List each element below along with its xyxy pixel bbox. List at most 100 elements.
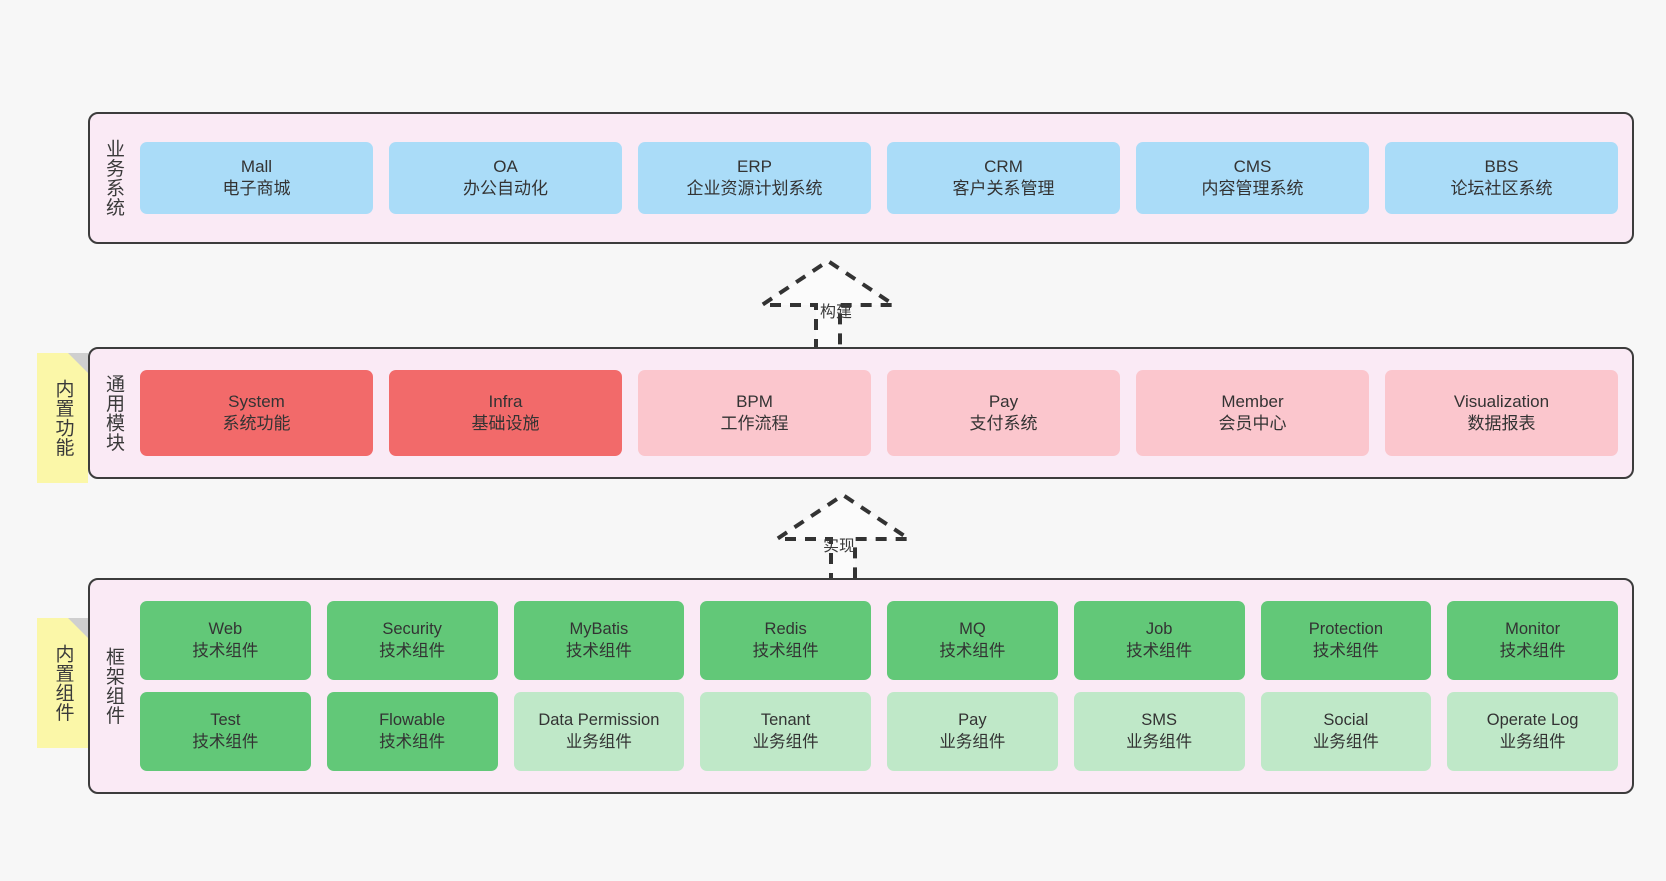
node-oa-desc: 办公自动化 xyxy=(463,179,548,198)
node-security-desc: 技术组件 xyxy=(379,641,446,660)
node-redis[interactable]: Redis 技术组件 xyxy=(700,601,871,680)
layer-common-modules: 通用模块 System 系统功能 Infra 基础设施 BPM 工作流程 Pay… xyxy=(88,347,1634,479)
node-mall-desc: 电子商城 xyxy=(222,179,291,198)
layer-title-common-modules: 通用模块 xyxy=(103,374,125,452)
connector-build-arrow: 构建 xyxy=(755,258,910,350)
node-data-permission-name: Data Permission xyxy=(538,711,660,730)
node-mybatis[interactable]: MyBatis 技术组件 xyxy=(513,601,685,680)
node-test[interactable]: Test 技术组件 xyxy=(140,692,311,771)
node-infra[interactable]: Infra 基础设施 xyxy=(389,370,622,456)
note-builtin-components: 内置组件 xyxy=(37,618,88,748)
node-sms-name: SMS xyxy=(1141,711,1177,730)
node-mq-desc: 技术组件 xyxy=(939,641,1006,660)
node-visualization-name: Visualization xyxy=(1453,392,1550,412)
node-redis-desc: 技术组件 xyxy=(752,641,819,660)
node-sms-desc: 业务组件 xyxy=(1126,732,1193,751)
note-builtin-features-label: 内置功能 xyxy=(52,379,74,457)
layer-framework-components: 框架组件 Web 技术组件 Security 技术组件 MyBatis 技术组件… xyxy=(88,578,1634,794)
node-cms-name: CMS xyxy=(1233,157,1272,177)
node-social-name: Social xyxy=(1323,711,1369,730)
node-tenant-desc: 业务组件 xyxy=(752,732,819,751)
node-sms[interactable]: SMS 业务组件 xyxy=(1073,692,1245,771)
node-erp-name: ERP xyxy=(737,157,772,177)
node-job[interactable]: Job 技术组件 xyxy=(1073,601,1245,680)
node-system[interactable]: System 系统功能 xyxy=(140,370,373,456)
node-data-permission[interactable]: Data Permission 业务组件 xyxy=(513,692,685,771)
node-system-desc: 系统功能 xyxy=(222,414,291,433)
node-bpm-desc: 工作流程 xyxy=(720,414,789,433)
node-mall[interactable]: Mall 电子商城 xyxy=(140,142,373,214)
node-test-name: Test xyxy=(210,711,241,730)
node-monitor-name: Monitor xyxy=(1505,620,1561,639)
node-erp-desc: 企业资源计划系统 xyxy=(686,179,823,198)
node-social[interactable]: Social 业务组件 xyxy=(1260,692,1432,771)
node-bbs[interactable]: BBS 论坛社区系统 xyxy=(1385,142,1618,214)
node-oa[interactable]: OA 办公自动化 xyxy=(389,142,622,214)
node-member[interactable]: Member 会员中心 xyxy=(1136,370,1369,456)
row-business-components: Test 技术组件 Flowable 技术组件 Data Permission … xyxy=(140,692,1618,771)
node-mq[interactable]: MQ 技术组件 xyxy=(887,601,1058,680)
row-tech-components: Web 技术组件 Security 技术组件 MyBatis 技术组件 Redi… xyxy=(140,601,1618,680)
node-job-name: Job xyxy=(1145,620,1173,639)
layer-title-framework-components: 框架组件 xyxy=(103,647,125,725)
node-social-desc: 业务组件 xyxy=(1312,732,1379,751)
node-flowable[interactable]: Flowable 技术组件 xyxy=(326,692,498,771)
node-member-name: Member xyxy=(1221,392,1284,412)
layer-title-business-systems: 业务系统 xyxy=(103,139,125,217)
node-pay-component-desc: 业务组件 xyxy=(939,732,1006,751)
node-protection-name: Protection xyxy=(1308,620,1384,639)
node-pay-component-name: Pay xyxy=(958,711,987,730)
node-test-desc: 技术组件 xyxy=(192,732,259,751)
node-cms-desc: 内容管理系统 xyxy=(1201,179,1304,198)
node-crm-name: CRM xyxy=(984,157,1023,177)
node-tenant-name: Tenant xyxy=(760,711,811,730)
node-mybatis-desc: 技术组件 xyxy=(565,641,632,660)
connector-implement-arrow: 实现 xyxy=(770,492,925,584)
node-crm-desc: 客户关系管理 xyxy=(952,179,1055,198)
node-flowable-name: Flowable xyxy=(379,711,446,730)
node-pay-module-name: Pay xyxy=(988,392,1019,412)
node-visualization[interactable]: Visualization 数据报表 xyxy=(1385,370,1618,456)
node-pay-component[interactable]: Pay 业务组件 xyxy=(887,692,1058,771)
node-redis-name: Redis xyxy=(764,620,807,639)
node-system-name: System xyxy=(228,392,285,412)
node-protection[interactable]: Protection 技术组件 xyxy=(1260,601,1432,680)
node-mybatis-name: MyBatis xyxy=(569,620,629,639)
node-bbs-desc: 论坛社区系统 xyxy=(1450,179,1553,198)
row-business-systems: Mall 电子商城 OA 办公自动化 ERP 企业资源计划系统 CRM 客户关系… xyxy=(140,142,1618,214)
node-operate-log-name: Operate Log xyxy=(1486,711,1579,730)
node-mall-name: Mall xyxy=(240,157,273,177)
node-web[interactable]: Web 技术组件 xyxy=(140,601,311,680)
node-bbs-name: BBS xyxy=(1484,157,1519,177)
node-bpm[interactable]: BPM 工作流程 xyxy=(638,370,871,456)
node-security-name: Security xyxy=(382,620,442,639)
node-tenant[interactable]: Tenant 业务组件 xyxy=(700,692,871,771)
connector-implement-label: 实现 xyxy=(823,538,856,555)
node-pay-module-desc: 支付系统 xyxy=(969,414,1038,433)
node-security[interactable]: Security 技术组件 xyxy=(326,601,498,680)
node-infra-desc: 基础设施 xyxy=(471,414,540,433)
node-monitor[interactable]: Monitor 技术组件 xyxy=(1447,601,1618,680)
node-oa-name: OA xyxy=(493,157,518,177)
node-erp[interactable]: ERP 企业资源计划系统 xyxy=(638,142,871,214)
layer-business-systems: 业务系统 Mall 电子商城 OA 办公自动化 ERP 企业资源计划系统 CRM… xyxy=(88,112,1634,244)
node-flowable-desc: 技术组件 xyxy=(379,732,446,751)
node-job-desc: 技术组件 xyxy=(1126,641,1193,660)
layer-body-framework-components: Web 技术组件 Security 技术组件 MyBatis 技术组件 Redi… xyxy=(136,580,1632,792)
node-data-permission-desc: 业务组件 xyxy=(565,732,632,751)
node-monitor-desc: 技术组件 xyxy=(1499,641,1566,660)
connector-build-label: 构建 xyxy=(820,304,853,321)
node-pay-module[interactable]: Pay 支付系统 xyxy=(887,370,1120,456)
node-web-desc: 技术组件 xyxy=(192,641,259,660)
node-web-name: Web xyxy=(208,620,243,639)
node-member-desc: 会员中心 xyxy=(1218,414,1287,433)
node-protection-desc: 技术组件 xyxy=(1312,641,1379,660)
node-operate-log[interactable]: Operate Log 业务组件 xyxy=(1447,692,1618,771)
node-infra-name: Infra xyxy=(488,392,523,412)
node-bpm-name: BPM xyxy=(736,392,773,412)
note-builtin-components-label: 内置组件 xyxy=(52,644,74,722)
node-cms[interactable]: CMS 内容管理系统 xyxy=(1136,142,1369,214)
layer-body-common-modules: System 系统功能 Infra 基础设施 BPM 工作流程 Pay 支付系统… xyxy=(136,349,1632,477)
node-crm[interactable]: CRM 客户关系管理 xyxy=(887,142,1120,214)
